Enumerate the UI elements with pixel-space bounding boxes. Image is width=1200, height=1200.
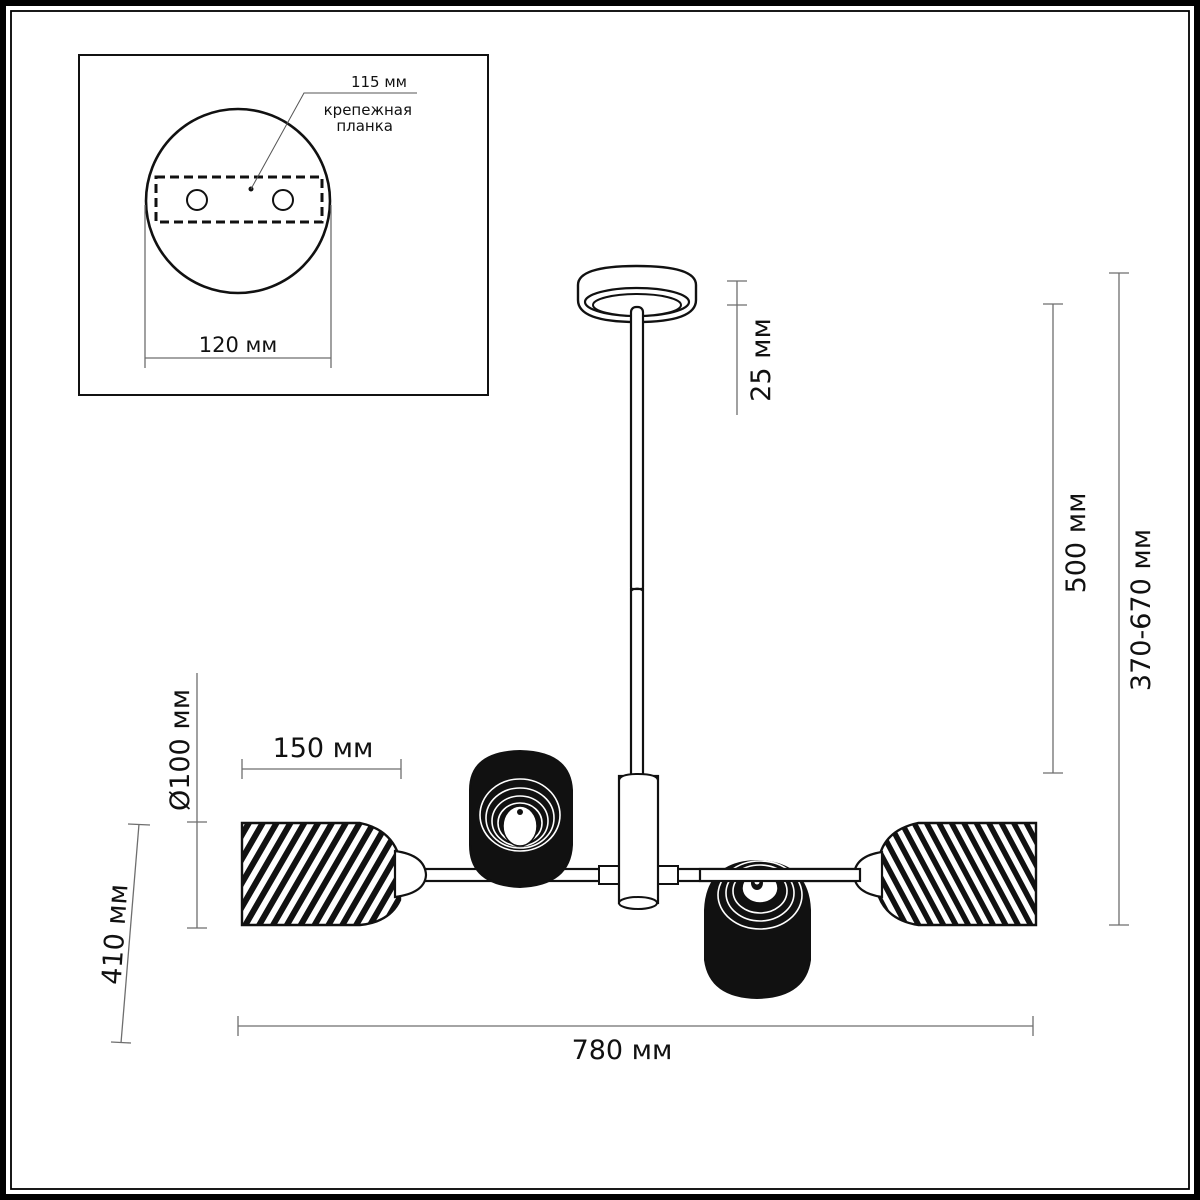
bracket-width-label: 115 мм [351,73,407,91]
total-width-label: 780 мм [572,1035,673,1066]
dim-shade-length: 150 мм [241,733,402,779]
total-height-label: 370-670 мм [1126,529,1157,691]
dim-depth: 410 мм [97,823,151,1044]
shade-center-upper [469,749,573,889]
central-cylinder [617,772,660,910]
canopy-circle [144,107,332,295]
mounting-hole-left [186,189,208,211]
bracket-caption-line2: планка [336,117,393,135]
dim-rod-length: 500 мм [1043,303,1092,774]
shade-center-lower [698,859,862,1000]
dim-shade-diameter: Ø100 мм [165,673,207,929]
dim-canopy-height: 25 мм [727,280,777,415]
bracket-caption-line1: крепежная [324,101,412,119]
canopy-inset: 115 мм крепежная планка 120 мм [78,54,489,396]
shade-right [852,821,1038,927]
mounting-hole-right [272,189,294,211]
dim-total-height: 370-670 мм [1109,272,1157,926]
canopy-height-label: 25 мм [746,318,777,402]
shade-left [240,821,428,927]
suspension-rod [629,305,645,777]
canopy-diameter-label: 120 мм [199,333,277,357]
bracket-leader-line [250,92,417,190]
mounting-bracket [154,175,324,224]
depth-label: 410 мм [97,883,135,986]
shade-diameter-label: Ø100 мм [165,689,196,811]
rod-length-label: 500 мм [1061,493,1092,594]
dim-total-width: 780 мм [237,1016,1034,1066]
shade-length-label: 150 мм [273,733,374,764]
